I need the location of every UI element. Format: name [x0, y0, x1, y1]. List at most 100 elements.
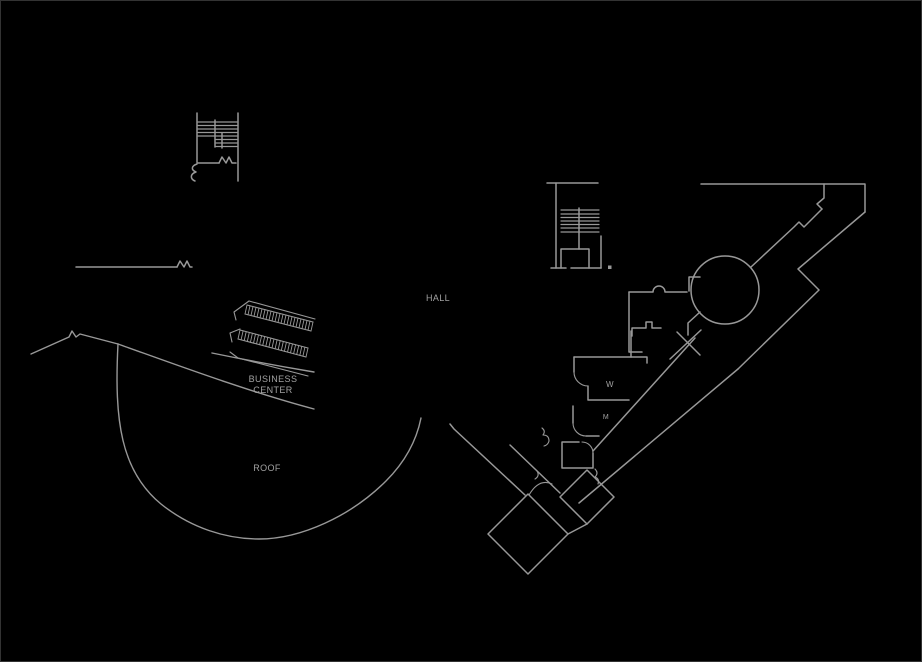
center-staircase	[546, 182, 612, 269]
room-wall	[567, 523, 588, 535]
label-business-center-line1: BUSINESS	[249, 374, 298, 384]
escalator-hatch-tick	[283, 314, 287, 325]
door-arc	[573, 371, 589, 387]
wall-step	[631, 321, 662, 337]
escalator-hatch-tick	[265, 336, 269, 347]
escalator-hatch-tick	[305, 347, 309, 358]
room-diamond	[487, 493, 569, 575]
escalator-hatch-tick	[290, 343, 293, 354]
room-wall	[628, 285, 688, 293]
exterior-wall	[700, 183, 866, 213]
column-dot	[608, 265, 612, 269]
escalator-hatch-tick	[271, 338, 275, 349]
escalator-outline	[229, 328, 241, 343]
escalator-hatch-tick	[256, 307, 260, 318]
escalator-hatch-tick	[259, 335, 263, 346]
plan-linework	[30, 112, 866, 575]
stair-landing	[560, 248, 590, 269]
label-roof: ROOF	[253, 463, 281, 473]
roof-ridge	[30, 330, 119, 355]
wall-break-line	[75, 260, 193, 268]
escalator-hatching	[244, 304, 314, 332]
corridor-wall	[592, 337, 696, 452]
escalator-hatch-tick	[259, 308, 263, 319]
stair-treads	[560, 209, 600, 233]
escalator-hatch-tick	[246, 332, 250, 342]
escalator-hatch-tick	[253, 333, 256, 344]
break-symbol	[218, 156, 237, 164]
corridor-wall	[449, 423, 526, 496]
escalator-hatch-tick	[280, 341, 284, 351]
escalator-hatch-tick	[296, 345, 300, 355]
escalator-hatch-tick	[274, 339, 278, 350]
break-symbol	[190, 163, 198, 182]
label-restroom-m: M	[603, 414, 609, 421]
escalator-hatch-tick	[292, 316, 296, 327]
escalator-hatch-tick	[295, 317, 299, 328]
break-symbol	[176, 260, 193, 268]
escalator-hatch-tick	[268, 337, 272, 348]
lower-rooms	[449, 423, 615, 575]
corridor-crossing	[669, 329, 702, 360]
escalator-hatch-tick	[262, 336, 266, 346]
roof-edge-curve	[211, 352, 315, 373]
room-wall	[573, 356, 648, 364]
escalator-hatch-tick	[307, 320, 311, 331]
door-arc	[581, 441, 594, 454]
escalator-hatch-tick	[250, 306, 254, 316]
roof-edge-curve	[117, 343, 315, 410]
escalator-hatch-tick	[240, 330, 244, 341]
escalator-hatch-tick	[286, 315, 290, 326]
upper-right-wing	[578, 183, 866, 504]
escalator-hatch-tick	[287, 342, 290, 353]
stair-treads	[197, 121, 238, 148]
upper-left-staircase	[190, 112, 239, 182]
escalator-outline	[233, 300, 250, 321]
exterior-wall	[750, 208, 823, 268]
restrooms	[541, 330, 648, 485]
escalator-hatch-tick	[249, 332, 253, 343]
corridor-wall	[578, 368, 739, 504]
escalator-hatch-tick	[277, 340, 281, 351]
escalator-hatch-tick	[280, 313, 284, 324]
roof-arc	[116, 343, 422, 540]
escalator-hatch-tick	[237, 329, 241, 340]
escalator-hatch-tick	[247, 305, 251, 316]
interior-wall	[687, 311, 701, 336]
corridor-wall	[509, 444, 561, 494]
plan-labels: HALL BUSINESS CENTER ROOF W M	[249, 293, 614, 473]
escalator-hatching	[237, 329, 309, 358]
escalator-hatch-tick	[274, 312, 278, 323]
escalator-hatch-tick	[268, 310, 272, 321]
escalator-hatch-tick	[289, 316, 293, 327]
wall-stub	[688, 276, 701, 292]
escalator-hatch-tick	[283, 341, 287, 352]
escalator-hatch-tick	[265, 309, 269, 320]
room-wall	[561, 441, 594, 469]
room-wall	[587, 385, 630, 401]
escalator-hatch-tick	[304, 320, 308, 330]
escalator-hatch-tick	[253, 306, 257, 317]
escalator-hatch-tick	[256, 334, 259, 345]
escalators	[229, 300, 316, 377]
door-swing-mark	[534, 470, 539, 480]
door-swing-mark	[541, 427, 550, 447]
escalator-hatch-tick	[293, 344, 297, 355]
escalator-hatch-tick	[299, 345, 303, 356]
room-diamond	[559, 469, 615, 525]
exterior-wall	[737, 211, 866, 370]
escalator-hatch-tick	[271, 311, 275, 322]
escalator-hatch-tick	[277, 313, 281, 323]
roof-outline	[30, 330, 422, 540]
escalator-outline	[248, 300, 316, 320]
label-restroom-w: W	[606, 380, 614, 389]
door-arc	[572, 422, 587, 437]
label-hall: HALL	[426, 293, 450, 303]
escalator-hatch-tick	[243, 331, 247, 342]
escalator-hatch-tick	[244, 304, 248, 315]
escalator-hatch-tick	[298, 318, 302, 329]
escalator-hatch-tick	[262, 309, 266, 320]
wall-stub	[816, 183, 825, 210]
